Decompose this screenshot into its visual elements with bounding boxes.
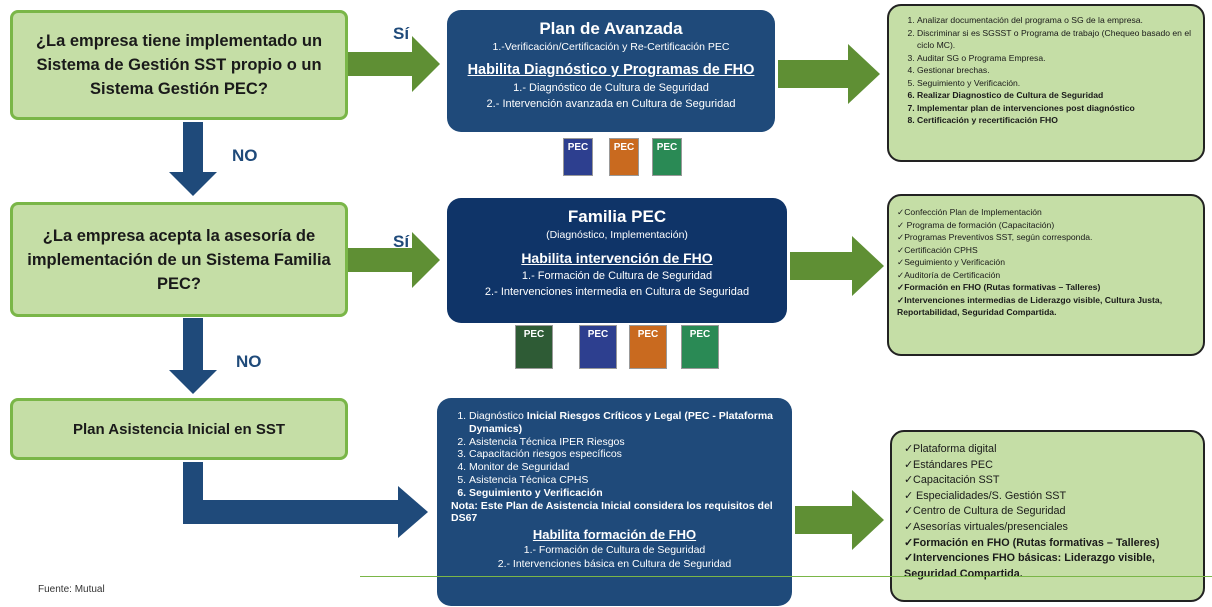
familia-pec-subtitle: (Diagnóstico, Implementación) [546, 229, 688, 241]
familia-pec-line2: 2.- Intervenciones intermedia en Cultura… [484, 286, 750, 298]
plan-avanzada-subtitle: 1.-Verificación/Certificación y Re-Certi… [492, 41, 730, 53]
asistencia-note: Nota: Este Plan de Asistencia Inicial co… [451, 499, 773, 525]
accion-5: Seguimiento y Verificación. [917, 77, 1193, 90]
familia-check-4: Certificación CPHS [897, 244, 1193, 257]
acciones-asistencia-box: Plataforma digital Estándares PEC Capaci… [890, 430, 1205, 602]
familia-pec-line1: 1.- Formación de Cultura de Seguridad [521, 270, 713, 282]
asistencia-item-2: Asistencia Técnica IPER Riesgos [469, 436, 778, 449]
familia-check-1: Confección Plan de Implementación [897, 206, 1193, 219]
familia-check-2: Programa de formación (Capacitación) [897, 219, 1193, 232]
accion-8: Certificación y recertificación FHO [917, 114, 1193, 127]
familia-check-5: Seguimiento y Verificación [897, 256, 1193, 269]
plan-asistencia-inicial: Plan Asistencia Inicial en SST [10, 398, 348, 460]
plan-avanzada-line1: 1.- Diagnóstico de Cultura de Seguridad [513, 82, 709, 94]
pec-badge-competitiva-2: PEC [629, 325, 667, 369]
footer-divider [360, 576, 1212, 577]
acciones-avanzada-box: Analizar documentación del programa o SG… [887, 4, 1205, 162]
label-no-1: NO [232, 146, 258, 165]
asistencia-check-3: Capacitación SST [904, 473, 1193, 489]
accion-2: Discriminar si es SGSST o Programa de tr… [917, 27, 1193, 52]
familia-check-3: Programas Preventivos SST, según corresp… [897, 231, 1193, 244]
asistencia-item-3: Capacitación riesgos específicos [469, 448, 778, 461]
plan-avanzada-line2: 2.- Intervención avanzada en Cultura de … [486, 98, 736, 110]
familia-pec-box: Familia PEC (Diagnóstico, Implementación… [447, 198, 787, 323]
label-no-2: NO [236, 352, 262, 371]
asistencia-line2: 2.- Intervenciones básica en Cultura de … [497, 558, 732, 571]
familia-pec-section: Habilita intervención de FHO [521, 250, 713, 266]
plan-avanzada-title: Plan de Avanzada [539, 19, 683, 38]
arrow-no-1 [169, 122, 217, 196]
asistencia-check-2: Estándares PEC [904, 458, 1193, 474]
arrow-asistencia [183, 462, 428, 538]
accion-4: Gestionar brechas. [917, 64, 1193, 77]
asistencia-check-4: Especialidades/S. Gestión SST [904, 489, 1193, 505]
label-si-1: Sí [393, 24, 410, 43]
asistencia-item-6: Seguimiento y Verificación [469, 487, 778, 500]
footer-source: Fuente: Mutual [38, 584, 105, 595]
plan-avanzada-box: Plan de Avanzada 1.-Verificación/Certifi… [447, 10, 775, 132]
question-sg-implementado: ¿La empresa tiene implementado un Sistem… [10, 10, 348, 120]
pec-badge-estandar-2: PEC [579, 325, 617, 369]
acciones-familia-box: Confección Plan de Implementación Progra… [887, 194, 1205, 356]
arrow-right-2 [790, 236, 884, 296]
asistencia-check-8: Intervenciones FHO básicas: Liderazgo vi… [904, 551, 1193, 582]
asistencia-check-6: Asesorías virtuales/presenciales [904, 520, 1193, 536]
label-si-2: Sí [393, 232, 410, 251]
pec-badge-competitiva: PEC [609, 138, 639, 176]
question-acepta-asesoria: ¿La empresa acepta la asesoría de implem… [10, 202, 348, 317]
asistencia-item-5: Asistencia Técnica CPHS [469, 474, 778, 487]
pec-badge-excelencia: PEC [652, 138, 682, 176]
arrow-right-3 [795, 490, 884, 550]
familia-pec-title: Familia PEC [567, 207, 667, 226]
arrow-si-2 [348, 232, 440, 288]
asistencia-item-1: Diagnóstico Inicial Riesgos Críticos y L… [469, 410, 778, 436]
familia-check-7: Formación en FHO (Rutas formativas – Tal… [897, 281, 1193, 294]
asistencia-line1: 1.- Formación de Cultura de Seguridad [523, 544, 706, 557]
arrow-right-1 [778, 44, 880, 104]
asistencia-check-5: Centro de Cultura de Seguridad [904, 504, 1193, 520]
arrow-no-2 [169, 318, 217, 394]
accion-1: Analizar documentación del programa o SG… [917, 14, 1193, 27]
familia-check-6: Auditoría de Certificación [897, 269, 1193, 282]
accion-3: Auditar SG o Programa Empresa. [917, 52, 1193, 65]
accion-6: Realizar Diagnostico de Cultura de Segur… [917, 89, 1193, 102]
asistencia-item-4: Monitor de Seguridad [469, 461, 778, 474]
asistencia-check-1: Plataforma digital [904, 442, 1193, 458]
pec-badge-estandar: PEC [563, 138, 593, 176]
asistencia-box: Diagnóstico Inicial Riesgos Críticos y L… [437, 398, 792, 606]
asistencia-check-7: Formación en FHO (Rutas formativas – Tal… [904, 536, 1193, 552]
asistencia-section: Habilita formación de FHO [532, 527, 697, 543]
accion-7: Implementar plan de intervenciones post … [917, 102, 1193, 115]
pec-badge-autogestion: PEC [515, 325, 553, 369]
plan-avanzada-section: Habilita Diagnóstico y Programas de FHO [467, 62, 755, 78]
pec-badge-excelencia-2: PEC [681, 325, 719, 369]
arrow-si-1 [348, 36, 440, 92]
familia-check-8: Intervenciones intermedias de Liderazgo … [897, 294, 1193, 319]
